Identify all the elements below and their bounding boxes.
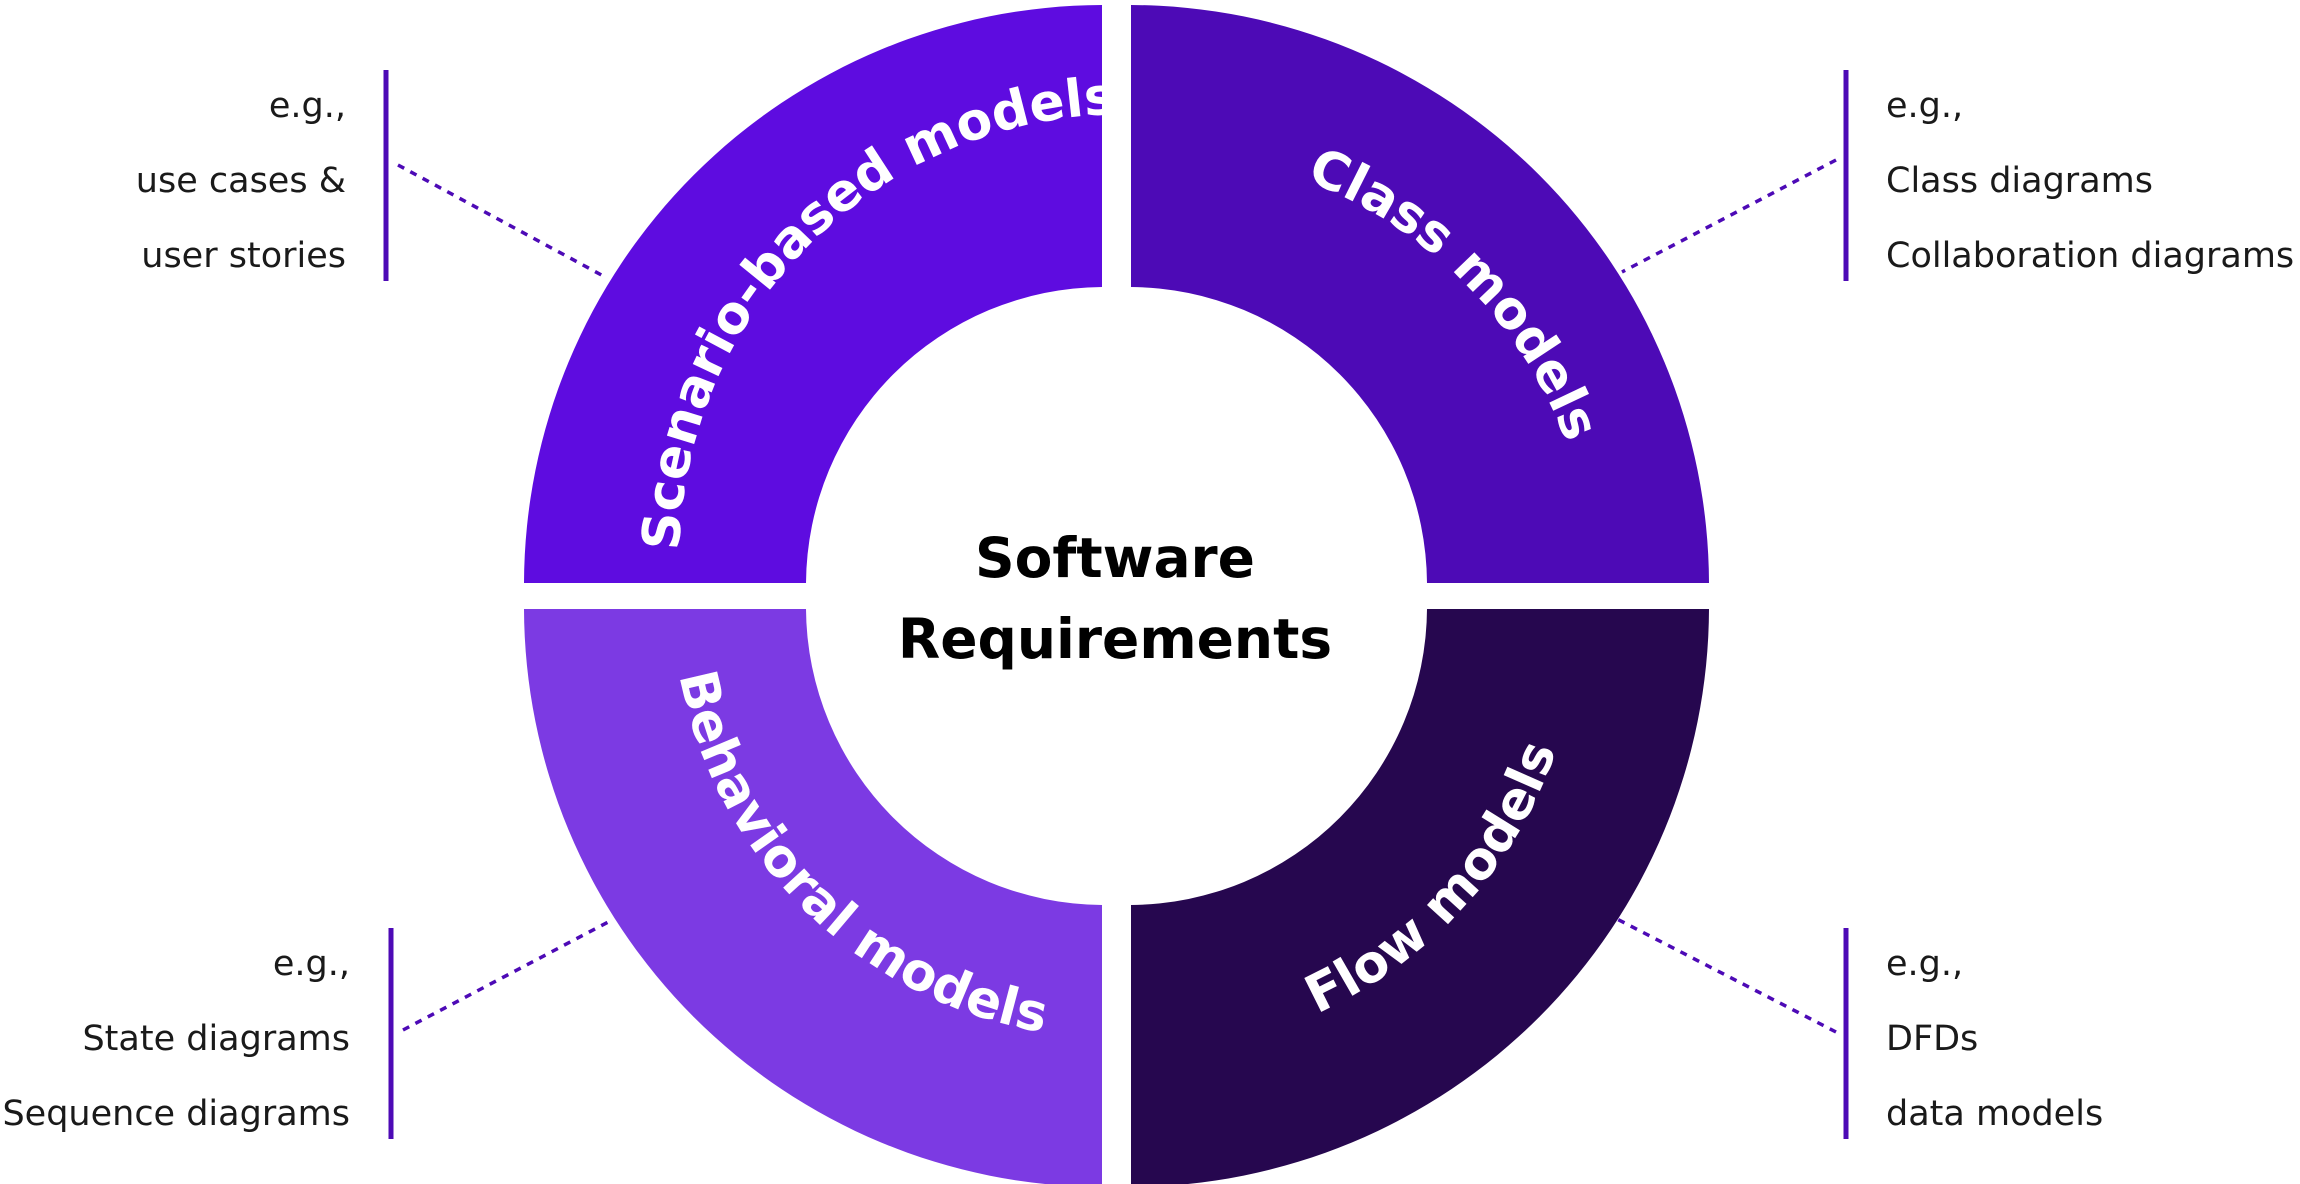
callout-flow: e.g., DFDs data models	[1886, 944, 2103, 1134]
callout-class-line: Collaboration diagrams	[1886, 236, 2294, 276]
center-title-line1: Software	[975, 526, 1255, 590]
leader-line-behavioral	[402, 918, 613, 1032]
segment-scenario	[524, 5, 1102, 583]
callout-flow-line: DFDs	[1886, 1019, 1978, 1059]
segment-flow	[1131, 609, 1709, 1184]
leader-line-class	[1621, 158, 1837, 274]
callout-scenario-line: user stories	[141, 236, 346, 276]
segment-behavioral	[524, 609, 1102, 1184]
callout-class: e.g., Class diagrams Collaboration diagr…	[1886, 86, 2294, 276]
callout-class-line: Class diagrams	[1886, 161, 2153, 201]
callout-class-line: e.g.,	[1886, 86, 1963, 126]
callout-behavioral-line: State diagrams	[82, 1019, 350, 1059]
callout-behavioral-line: e.g.,	[273, 944, 350, 984]
leader-line-scenario	[397, 163, 608, 280]
callout-scenario-line: e.g.,	[269, 86, 346, 126]
callout-scenario-line: use cases &	[136, 161, 346, 201]
callout-behavioral-line: Sequence diagrams	[2, 1094, 350, 1134]
callout-flow-line: data models	[1886, 1094, 2103, 1134]
callout-flow-line: e.g.,	[1886, 944, 1963, 984]
center-title-line2: Requirements	[898, 607, 1332, 671]
callout-behavioral: e.g., State diagrams Sequence diagrams	[2, 944, 350, 1134]
leader-line-flow	[1616, 917, 1837, 1034]
callout-scenario: e.g., use cases & user stories	[136, 86, 346, 276]
segment-class	[1131, 5, 1709, 583]
